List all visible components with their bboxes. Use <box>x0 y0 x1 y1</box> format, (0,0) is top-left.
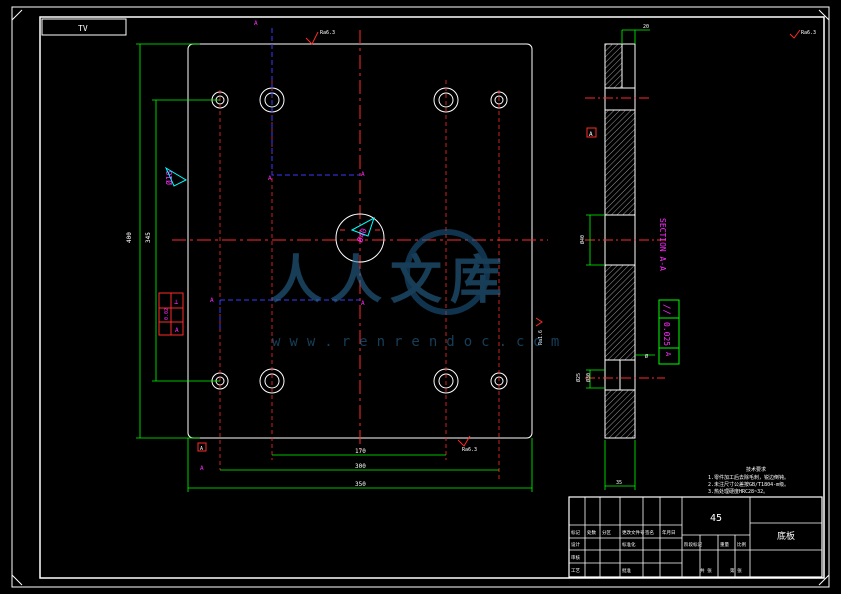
section-dim-texts: 20 Ø40 Ø25 Ø30 35 Ø <box>575 24 649 486</box>
dim-total-width: 350 <box>355 481 366 488</box>
left-dia-arrow <box>164 166 188 187</box>
svg-text:A: A <box>200 465 204 472</box>
svg-text:1.零件加工后去除毛刺，锐边倒钝。: 1.零件加工后去除毛刺，锐边倒钝。 <box>708 474 789 481</box>
svg-text:A: A <box>664 352 672 357</box>
svg-text:设计: 设计 <box>571 541 580 548</box>
title-block <box>568 496 823 578</box>
svg-text:标记: 标记 <box>571 529 580 536</box>
svg-text:0.025: 0.025 <box>662 322 671 346</box>
dim-hole-span: 300 <box>355 463 366 470</box>
svg-text:重量: 重量 <box>720 541 729 548</box>
dim-total-height: 400 <box>126 232 133 243</box>
section-marker: A <box>589 131 593 138</box>
title-block-part-name: 底板 <box>777 530 795 542</box>
section-cut-lines <box>219 28 360 330</box>
svg-text:工艺: 工艺 <box>571 568 580 574</box>
svg-text:Ø: Ø <box>645 353 648 360</box>
section-label: SECTION A-A <box>658 218 667 271</box>
section-dims <box>586 29 655 490</box>
svg-text:20: 20 <box>643 24 649 30</box>
svg-text:Ø40: Ø40 <box>579 235 586 244</box>
svg-text:0.02: 0.02 <box>164 308 170 320</box>
svg-text:Ra6.3: Ra6.3 <box>320 30 335 36</box>
dim-inner-span: 170 <box>355 448 366 455</box>
svg-text:批准: 批准 <box>622 567 631 574</box>
section-arrows: A A A A A A <box>200 20 365 472</box>
svg-text:年月日: 年月日 <box>662 529 676 536</box>
dim-inner-height: 345 <box>145 232 152 243</box>
dimension-lines <box>136 43 533 492</box>
svg-text:35: 35 <box>616 480 622 486</box>
watermark: 人人文库 www.renrendoc.com <box>270 229 568 350</box>
svg-text://: // <box>661 304 671 315</box>
svg-text:A: A <box>210 297 214 304</box>
svg-text:审核: 审核 <box>571 554 580 561</box>
svg-text:比例: 比例 <box>737 541 746 548</box>
svg-text:更改文件号: 更改文件号 <box>622 529 645 536</box>
svg-text:Ø30: Ø30 <box>585 373 592 382</box>
svg-text:A: A <box>361 300 365 307</box>
hole-centerlines <box>219 80 500 480</box>
svg-text:A: A <box>268 175 272 182</box>
roughness-bottom-symbol: Ra6.3 <box>457 435 477 453</box>
title-block-material: 45 <box>710 513 722 524</box>
svg-text:第 张: 第 张 <box>730 567 742 574</box>
datum-left-box <box>197 442 207 452</box>
svg-text:A: A <box>361 171 365 178</box>
roughness-top-symbol: Ra6.3 <box>305 30 335 45</box>
inner-frame <box>39 16 825 579</box>
svg-text:分区: 分区 <box>602 529 611 536</box>
frame-ticks <box>11 9 830 586</box>
dim-left-dia: Ø18 <box>164 170 174 185</box>
svg-text:Ra6.3: Ra6.3 <box>801 30 816 36</box>
watermark-url: www.renrendoc.com <box>272 334 568 350</box>
svg-text:Ø25: Ø25 <box>575 373 582 382</box>
svg-text:Ra1.6: Ra1.6 <box>538 330 544 345</box>
title-block-texts: 标记 处数 分区 更改文件号 签名 年月日 设计 标准化 阶段标记 重量 比例 … <box>571 529 746 574</box>
title-tag-box <box>41 18 127 36</box>
svg-text:标准化: 标准化 <box>622 541 636 548</box>
watermark-text: 人人文库 <box>270 251 510 311</box>
svg-text:阶段标记: 阶段标记 <box>684 541 702 548</box>
dim-center-dia: Ø40 <box>354 227 368 244</box>
roughness-corner-symbol: Ra6.3 <box>789 29 816 39</box>
svg-text:处数: 处数 <box>587 529 596 536</box>
svg-text:3.热处理硬度HRC28~32。: 3.热处理硬度HRC28~32。 <box>708 488 768 495</box>
center-dia-arrow <box>350 216 375 237</box>
section-marker-box <box>586 127 597 138</box>
dim-texts: 400 345 350 300 170 <box>126 232 366 488</box>
section-view <box>604 43 636 439</box>
outer-frame <box>11 6 830 588</box>
tech-requirements: 技术要求 1.零件加工后去除毛刺，锐边倒钝。 2.未注尺寸公差按GB/T1804… <box>708 466 789 495</box>
title-tag: TV <box>78 24 88 33</box>
roughness-right-symbol: Ra1.6 <box>535 317 544 345</box>
datum-bottom: A <box>200 446 203 452</box>
svg-text:2.未注尺寸公差按GB/T1804-m级。: 2.未注尺寸公差按GB/T1804-m级。 <box>708 481 789 488</box>
svg-text:A: A <box>254 20 258 27</box>
svg-text:Ra6.3: Ra6.3 <box>462 447 477 453</box>
center-hole <box>335 213 385 263</box>
tolerance-frame-right: // 0.025 A <box>658 299 680 365</box>
svg-text:A: A <box>175 327 179 334</box>
svg-text:共 张: 共 张 <box>700 567 712 574</box>
tolerance-frame-left: ⊥ 0.02 A <box>158 292 184 336</box>
svg-text:⊥: ⊥ <box>174 298 178 306</box>
svg-text:签名: 签名 <box>645 529 654 536</box>
svg-text:技术要求: 技术要求 <box>746 466 766 473</box>
